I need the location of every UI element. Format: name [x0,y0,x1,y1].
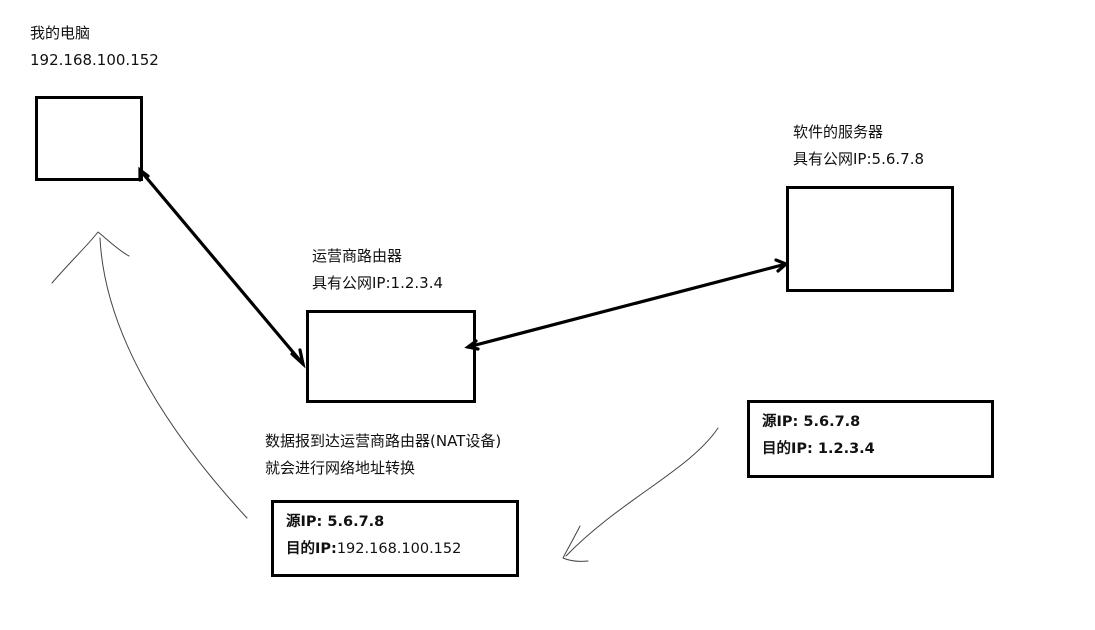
return-arrowhead-to-pc [51,231,130,284]
packet-after-dst: 目的IP:192.168.100.152 [286,536,504,563]
isp-router-title: 运营商路由器 [312,247,403,265]
packet-before-src-key: 源IP: [762,414,799,430]
packet-after-src-value: 5.6.7.8 [322,514,385,530]
server-label: 软件的服务器 具有公网IP:5.6.7.8 [793,119,924,173]
my-pc-title: 我的电脑 [30,24,91,42]
incoming-arrow-from-server [565,427,719,557]
packet-before-nat: 源IP: 5.6.7.8 目的IP: 1.2.3.4 [747,400,994,478]
arrowhead-router [290,348,306,369]
link-pc-to-router [138,168,305,366]
incoming-arrowhead [562,525,589,562]
nat-note-line2: 就会进行网络地址转换 [265,459,416,477]
link-router-to-server [466,262,788,349]
nat-note: 数据报到达运营商路由器(NAT设备) 就会进行网络地址转换 [265,428,501,482]
packet-after-src-key: 源IP: [286,514,323,530]
my-pc-box [35,96,143,181]
packet-before-dst-key: 目的IP: [762,441,813,457]
isp-router-ip: 具有公网IP:1.2.3.4 [312,274,444,292]
packet-before-dst: 目的IP: 1.2.3.4 [762,436,979,463]
nat-note-line1: 数据报到达运营商路由器(NAT设备) [265,432,502,450]
server-title: 软件的服务器 [793,123,884,141]
packet-after-dst-value: 192.168.100.152 [336,541,462,557]
packet-after-nat: 源IP: 5.6.7.8 目的IP:192.168.100.152 [271,500,519,577]
my-pc-ip: 192.168.100.152 [30,51,159,69]
packet-before-dst-value: 1.2.3.4 [812,441,875,457]
return-arrow-to-pc [99,237,248,519]
my-pc-label: 我的电脑 192.168.100.152 [30,20,159,74]
server-ip: 具有公网IP:5.6.7.8 [793,150,925,168]
isp-router-label: 运营商路由器 具有公网IP:1.2.3.4 [312,243,443,297]
isp-router-box [306,310,476,403]
packet-before-src-value: 5.6.7.8 [798,414,861,430]
packet-after-src: 源IP: 5.6.7.8 [286,509,504,536]
packet-before-src: 源IP: 5.6.7.8 [762,409,979,436]
packet-after-dst-key: 目的IP: [286,541,337,557]
server-box [786,186,954,292]
